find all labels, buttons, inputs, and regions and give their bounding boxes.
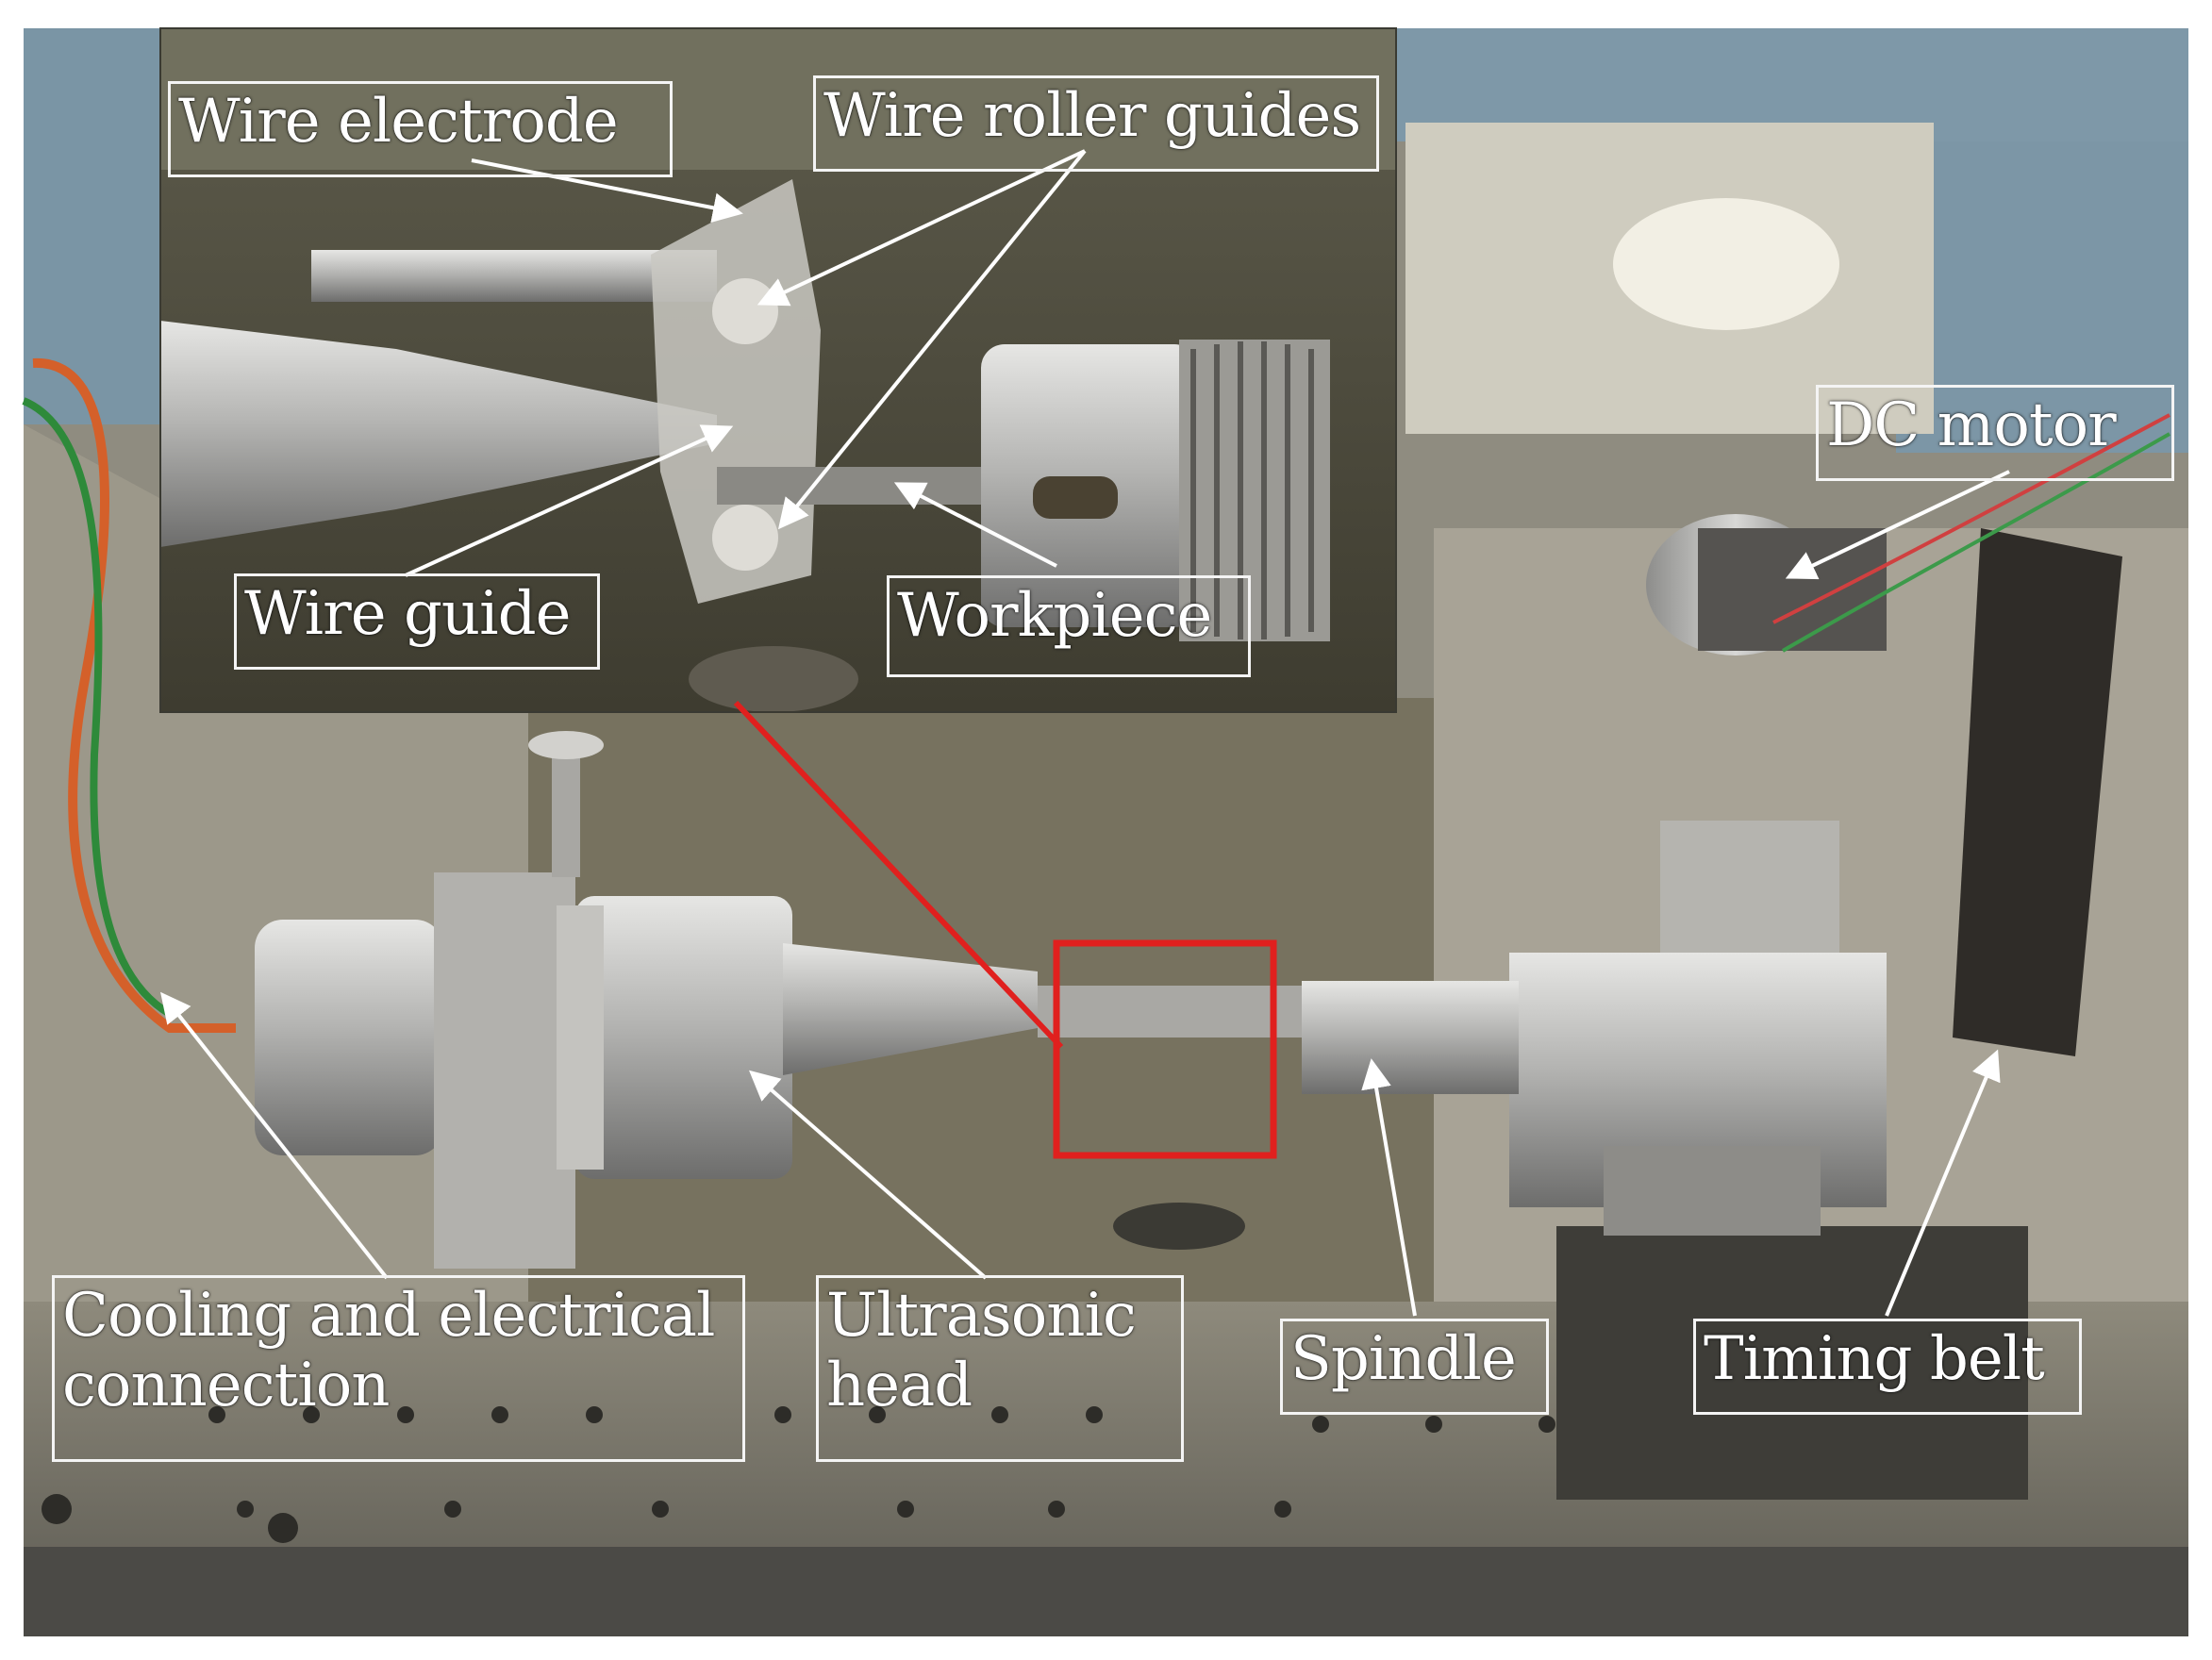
label-cooling-line1: Cooling and electrical bbox=[62, 1281, 716, 1351]
motor-plate bbox=[1953, 528, 2122, 1056]
ultrasonic-cap bbox=[255, 920, 443, 1155]
arrow-wire-guide bbox=[405, 424, 734, 577]
label-timing-belt: Timing belt bbox=[1693, 1319, 2082, 1415]
inset-roller-bottom bbox=[712, 505, 778, 571]
stud-knob bbox=[528, 731, 604, 759]
label-spindle: Spindle bbox=[1280, 1319, 1549, 1415]
table-holes bbox=[42, 1406, 1555, 1543]
arrow-spindle bbox=[1361, 1058, 1417, 1317]
inset-collet-slot bbox=[1033, 476, 1118, 519]
arrow-workpiece bbox=[893, 482, 1057, 568]
part-disk bbox=[1113, 1203, 1245, 1250]
motor-bracket bbox=[1660, 821, 1839, 962]
ultrasonic-flange bbox=[557, 905, 604, 1170]
label-workpiece: Workpiece bbox=[887, 575, 1251, 677]
machine-wall-right-lower bbox=[1896, 141, 2188, 453]
inset-workpiece-shaft bbox=[717, 467, 1000, 505]
pointer-arrows bbox=[160, 149, 2010, 1317]
arrow-timing-belt bbox=[1885, 1049, 2001, 1317]
inset-horn bbox=[160, 321, 717, 547]
spindle-stand bbox=[1556, 1226, 2028, 1500]
arrow-wire-electrode bbox=[471, 158, 743, 224]
cable-green bbox=[22, 397, 173, 1018]
arrow-roller-bottom bbox=[777, 149, 1087, 530]
machine-wall-left bbox=[24, 28, 170, 424]
cable-motor-1 bbox=[1772, 413, 2170, 624]
ultrasonic-body bbox=[575, 896, 792, 1179]
zoom-highlight-box bbox=[1053, 939, 1277, 1159]
dc-motor-can bbox=[1698, 528, 1887, 651]
cable-orange bbox=[32, 357, 236, 1033]
cable-motor-2 bbox=[1781, 432, 2170, 653]
inset-roller-top bbox=[712, 278, 778, 344]
zoom-connector-line bbox=[733, 700, 1064, 1050]
inset-border bbox=[159, 27, 1397, 713]
inset-rod bbox=[311, 250, 717, 302]
label-ultrasonic-head: Ultrasonic head bbox=[816, 1275, 1184, 1462]
label-cooling-connection: Cooling and electrical connection bbox=[52, 1275, 745, 1462]
ultrasonic-clamp bbox=[434, 872, 575, 1269]
ultrasonic-horn bbox=[783, 943, 1038, 1075]
horn-tip bbox=[1038, 986, 1302, 1038]
stud bbox=[552, 745, 580, 877]
arrow-roller-top bbox=[757, 149, 1086, 307]
label-dc-motor: DC motor bbox=[1816, 385, 2174, 481]
arrow-dc-motor bbox=[1785, 470, 2010, 580]
inset-thread-lines bbox=[1190, 341, 1314, 639]
label-ultrasonic-line1: Ultrasonic bbox=[826, 1281, 1137, 1351]
label-ultrasonic-line2: head bbox=[826, 1350, 973, 1420]
table-edge bbox=[24, 1547, 2188, 1636]
panel-light bbox=[1613, 198, 1839, 330]
label-cooling-line2: connection bbox=[62, 1350, 390, 1420]
inset-thread bbox=[1179, 340, 1330, 641]
inset-disk bbox=[689, 646, 858, 712]
arrow-cooling bbox=[160, 991, 389, 1280]
spindle-shaft bbox=[1302, 981, 1519, 1094]
spindle-clamp bbox=[1604, 1146, 1821, 1236]
label-wire-electrode: Wire electrode bbox=[168, 81, 673, 177]
arrow-ultrasonic bbox=[748, 1070, 988, 1280]
label-wire-roller-guides: Wire roller guides bbox=[813, 75, 1379, 172]
inset-top-wall bbox=[160, 28, 1396, 170]
label-wire-guide: Wire guide bbox=[234, 573, 600, 670]
